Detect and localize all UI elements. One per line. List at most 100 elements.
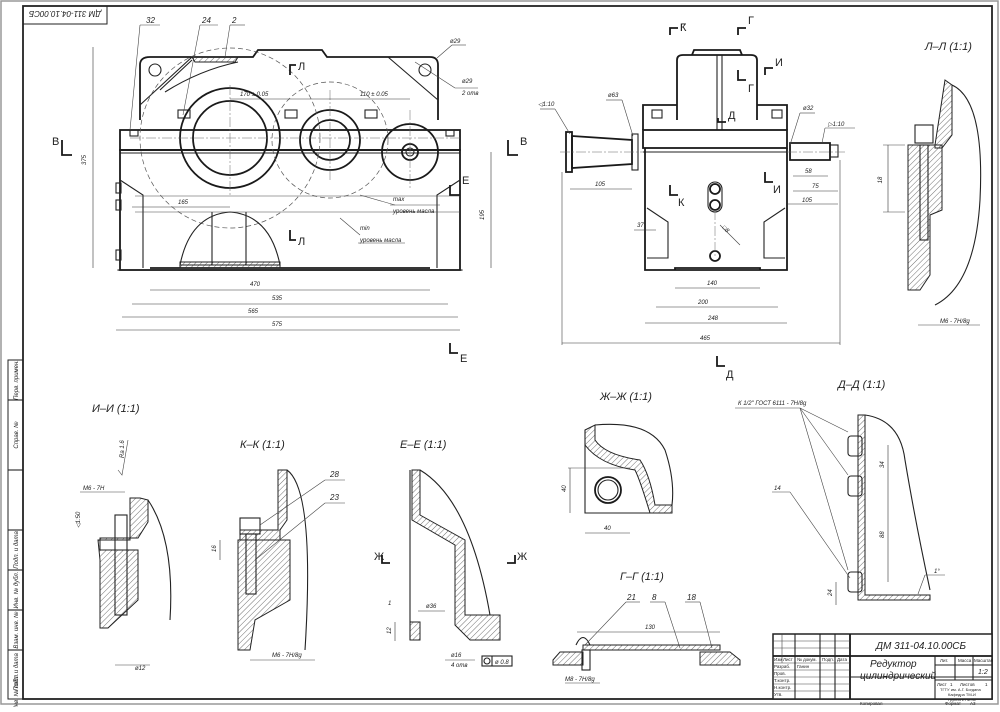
section-ZhZh-dim-w: 40	[604, 526, 611, 532]
dim-470: 470	[250, 282, 261, 288]
strip-label: Справ. №	[13, 421, 20, 449]
oil-min-label: min	[360, 226, 370, 232]
section-mark-Zh-left: Ж	[374, 551, 384, 563]
taper-left: ◁1:10	[538, 102, 555, 108]
section-DD-dim-3: 24	[828, 589, 834, 597]
dim-75: 75	[812, 184, 819, 190]
oil-max-label: max	[393, 197, 405, 203]
center-dist-2: 110 ± 0.05	[360, 92, 389, 98]
section-KK-thread: М6 - 7Н/8g	[272, 653, 302, 659]
callout-32: 32	[146, 16, 155, 25]
tb-col-lit: Лит.	[940, 658, 948, 663]
section-DD-dim-2: 88	[880, 531, 886, 538]
section-GG: Г–Г (1:1) 130 21 8 18 М8 - 7Н/8g	[553, 571, 740, 683]
dim-248: 248	[707, 316, 719, 322]
tb-col-sign: Подп.	[822, 657, 834, 662]
section-ZhZh-title: Ж–Ж (1:1)	[599, 391, 652, 403]
section-DD-thread-note: К 1/2" ГОСТ 6111 - 7Н/8g	[738, 401, 807, 407]
tb-name-line2: цилиндрический	[860, 671, 937, 682]
section-GG-callout-21: 21	[626, 593, 636, 602]
tb-person: Ганин	[797, 664, 810, 669]
section-mark-E-right: Е	[462, 175, 469, 187]
section-GG-callout-18: 18	[687, 593, 696, 602]
tb-row-dev: Разраб.	[774, 664, 790, 669]
strip-label: Подп. и дата	[14, 531, 20, 569]
tb-name-line1: Редуктор	[870, 659, 917, 670]
section-KK: К–К (1:1) 28 23 16 М6 - 7Н/8g	[212, 439, 345, 660]
dim-105-left: 105	[595, 182, 606, 188]
dim-square: □8	[721, 225, 731, 235]
strip-label: Инв. № дубл.	[13, 572, 20, 609]
section-EE-tolerance: ø 0.8	[495, 660, 509, 666]
dim-37: 37	[637, 223, 644, 229]
section-DD-title: Д–Д (1:1)	[836, 379, 886, 391]
dim-140: 140	[707, 281, 718, 287]
side-strip: Перв. примен. Справ. № Подп. и дата Инв.…	[8, 360, 23, 707]
section-GG-callout-8: 8	[652, 593, 657, 602]
oil-max-text: уровень масла	[392, 209, 435, 215]
section-KK-dim: 16	[212, 545, 218, 552]
concentricity-icon	[484, 658, 490, 664]
section-EE-dia-bottom: ø16	[451, 653, 462, 659]
tb-format-value: А3	[970, 701, 976, 706]
dia-left: ø63	[608, 93, 619, 99]
section-mark-D-mid: Д	[728, 110, 736, 122]
section-GG-title: Г–Г (1:1)	[620, 571, 664, 583]
section-EE-dia-top: ø36	[426, 604, 437, 610]
tb-row-ncontrol: Н.контр.	[774, 685, 791, 690]
hole-count: 2 отв	[461, 91, 478, 97]
taper-right: ▷1:10	[827, 122, 845, 128]
title-block: Изм Лист № докум. Подп. Дата Разраб. Ган…	[773, 634, 994, 706]
section-GG-dim-len: 130	[645, 625, 656, 631]
center-dist-1: 170 ± 0.05	[240, 92, 269, 98]
dim-465: 465	[700, 336, 711, 342]
oil-min-text: уровень масла	[359, 238, 402, 244]
section-KK-title: К–К (1:1)	[240, 439, 285, 451]
tb-col-date: Дата	[837, 657, 847, 662]
side-view: ◁1:10 ø63 ø32 ▷1:10 105 58 75 105 37 □8 …	[508, 15, 855, 381]
section-mark-Zh-right: Ж	[517, 551, 527, 563]
tb-format-label: Формат	[945, 701, 961, 706]
section-II-dia: ø12	[135, 666, 146, 672]
section-mark-I-top: И	[775, 57, 783, 69]
section-mark-L-bottom: Л	[298, 236, 305, 248]
rotated-stamp: ДМ 311-04.10.00СБ	[23, 6, 107, 24]
dim-565: 565	[248, 309, 259, 315]
hole-dia-top: ø29	[450, 39, 461, 45]
section-DD-callout-14: 14	[774, 486, 781, 492]
tb-col-izm: Изм	[774, 657, 782, 662]
section-LL-title: Л–Л (1:1)	[924, 41, 972, 53]
tb-doc-code: ДМ 311-04.10.00СБ	[875, 641, 967, 652]
section-mark-G-top: Г	[748, 15, 754, 27]
callout-2: 2	[231, 16, 237, 25]
section-LL: Л–Л (1:1) 18 М6 - 7Н/8g	[878, 41, 981, 325]
section-mark-I-mid: И	[773, 184, 781, 196]
section-mark-L-top: Л	[298, 61, 305, 73]
section-II-roughness: Ra 1.6	[120, 440, 126, 458]
section-KK-callout-23: 23	[329, 493, 339, 502]
section-mark-G-mid: Г	[748, 83, 754, 95]
tb-col-doc: № докум.	[797, 657, 817, 662]
strip-label: Инв. № подл.	[13, 673, 20, 707]
tb-col-mass: Масса	[958, 658, 972, 663]
section-mark-E-bottom: Е	[460, 353, 467, 365]
section-EE-hole-count: 4 отв	[451, 663, 467, 669]
dim-105-right: 105	[802, 198, 813, 204]
tb-col-scale: Масштаб	[974, 658, 994, 663]
tb-scale-value: 1:2	[978, 669, 988, 676]
tb-col-list: Лист	[783, 657, 793, 662]
dim-200: 200	[697, 300, 709, 306]
dim-58: 58	[805, 169, 812, 175]
section-DD: Д–Д (1:1) К 1/2" ГОСТ 6111 - 7Н/8g 14 34…	[735, 379, 945, 605]
tb-row-approve: Утв.	[774, 692, 783, 697]
section-EE-title: Е–Е (1:1)	[400, 439, 447, 451]
callout-24: 24	[201, 16, 211, 25]
dim-575: 575	[272, 322, 283, 328]
section-mark-D-bottom: Д	[726, 369, 734, 381]
dim-375: 375	[82, 154, 88, 165]
tb-row-check: Пров.	[774, 671, 786, 676]
section-GG-thread: М8 - 7Н/8g	[565, 677, 595, 683]
